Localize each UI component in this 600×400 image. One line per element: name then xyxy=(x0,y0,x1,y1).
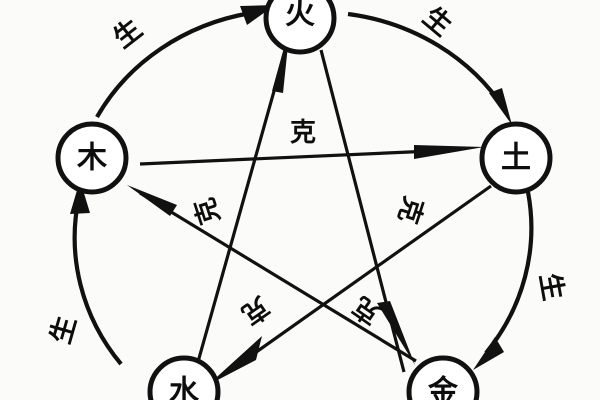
star-label-ke-metal-wood: 克 xyxy=(190,194,227,228)
ring-label-sheng-water-wood: 生 xyxy=(45,313,82,347)
node-water[interactable]: 水 xyxy=(147,355,221,400)
node-label-earth: 土 xyxy=(501,141,531,176)
line-path-water-fire xyxy=(194,51,287,370)
line-path-wood-earth xyxy=(139,148,456,166)
star-label-ke-fire-metal: 克 xyxy=(392,193,429,227)
arc-fire-to-earth xyxy=(347,11,512,125)
arrowhead-fire-earth xyxy=(489,88,512,125)
ring-label-sheng-earth-metal: 生 xyxy=(533,271,568,303)
star-label-ke-wood-earth: 克 xyxy=(290,118,316,148)
line-path-metal-wood xyxy=(139,191,417,363)
arrowhead-fire-metal xyxy=(377,301,415,365)
line-path-earth-water xyxy=(227,184,492,374)
arrowhead-wood-earth xyxy=(414,145,484,159)
node-wood[interactable]: 木 xyxy=(55,121,129,195)
generating-labels: 生 生 生 生 生 xyxy=(45,1,568,347)
overcoming-labels: 克 克 克 克 克 xyxy=(190,118,429,330)
arrowhead-earth-water xyxy=(208,336,262,385)
node-earth[interactable]: 土 xyxy=(479,121,553,195)
line-metal-to-wood xyxy=(127,185,417,363)
node-circle-earth[interactable] xyxy=(479,121,553,195)
node-circle-wood[interactable] xyxy=(55,121,129,195)
ring-label-sheng-wood-fire: 生 xyxy=(108,13,148,54)
line-earth-to-water xyxy=(208,184,492,385)
arrowhead-metal-wood xyxy=(127,185,177,216)
arc-water-to-wood xyxy=(70,180,123,366)
node-circle-fire[interactable] xyxy=(263,0,337,55)
arc-earth-to-metal xyxy=(473,191,534,370)
element-nodes: 火 土 金 水 木 xyxy=(55,0,553,400)
arc-path-fire-earth xyxy=(347,11,507,112)
arc-path-water-wood xyxy=(72,196,123,366)
line-wood-to-earth xyxy=(139,145,484,166)
arc-path-earth-metal xyxy=(484,191,534,355)
node-circle-water[interactable] xyxy=(147,355,221,400)
node-label-metal: 金 xyxy=(427,375,459,400)
generating-cycle-arcs xyxy=(70,5,534,370)
arrowhead-water-wood xyxy=(70,180,90,214)
node-label-water: 水 xyxy=(169,375,200,400)
overcoming-cycle-lines xyxy=(127,26,492,385)
node-metal[interactable]: 金 xyxy=(406,355,480,400)
node-label-wood: 木 xyxy=(76,141,107,176)
node-fire[interactable]: 火 xyxy=(263,0,337,55)
arc-path-wood-fire xyxy=(95,10,252,119)
arrowhead-earth-metal xyxy=(473,337,504,370)
node-label-fire: 火 xyxy=(285,0,315,32)
star-label-ke-earth-water: 克 xyxy=(236,290,275,329)
node-circle-metal[interactable] xyxy=(406,355,480,400)
line-fire-to-metal xyxy=(319,49,415,373)
